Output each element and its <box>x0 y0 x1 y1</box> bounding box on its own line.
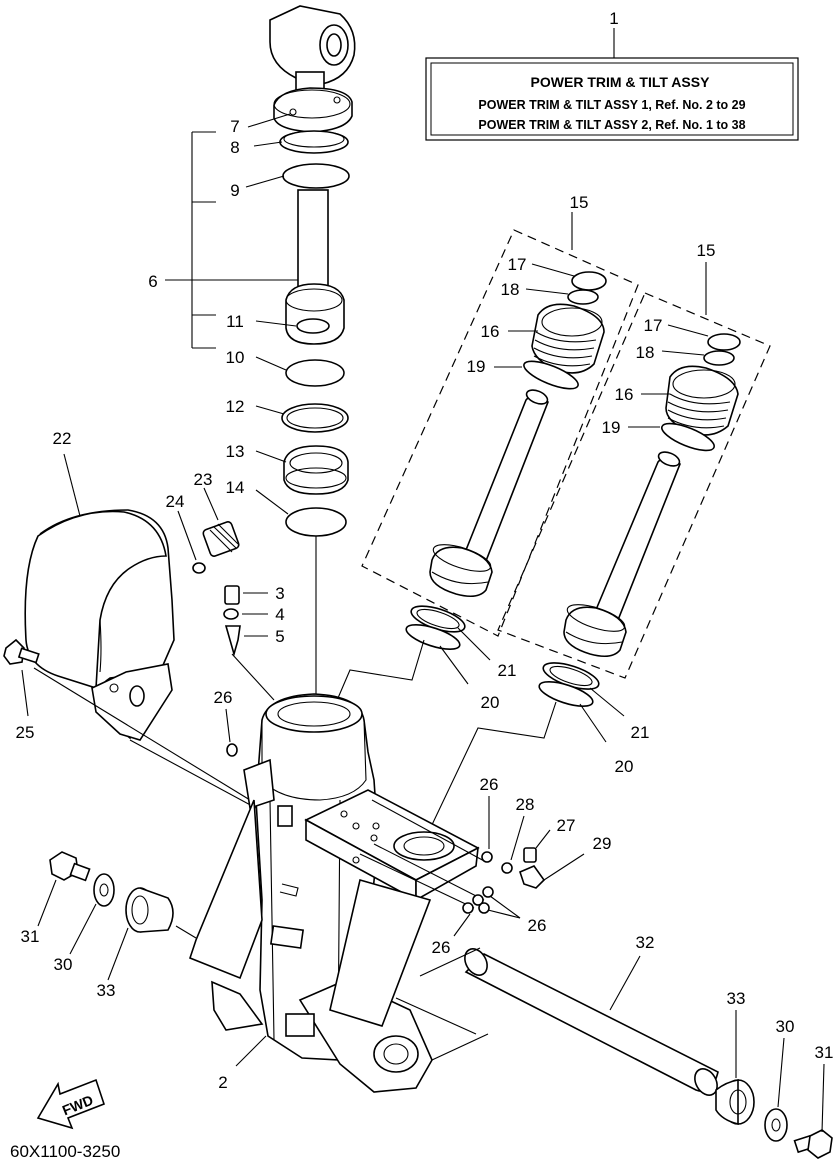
callout-9: 9 <box>230 181 239 200</box>
title-box-line-2: POWER TRIM & TILT ASSY 2, Ref. No. 1 to … <box>478 118 745 132</box>
valve-parts <box>453 796 585 937</box>
callout-13: 13 <box>226 442 245 461</box>
callout-19: 19 <box>602 418 621 437</box>
callout-26: 26 <box>528 916 547 935</box>
callout-28: 28 <box>516 795 535 814</box>
callout-27: 27 <box>557 816 576 835</box>
callout-12: 12 <box>226 397 245 416</box>
fwd-arrow-icon: FWD <box>36 1078 105 1130</box>
callout-6: 6 <box>148 272 157 291</box>
callout-30: 30 <box>54 955 73 974</box>
callout-2: 2 <box>218 1073 227 1092</box>
callout-16: 16 <box>615 385 634 404</box>
title-box: 1 POWER TRIM & TILT ASSY POWER TRIM & TI… <box>425 9 799 141</box>
callout-5: 5 <box>275 627 284 646</box>
callout-29: 29 <box>593 834 612 853</box>
callout-3: 3 <box>275 584 284 603</box>
callout-11: 11 <box>226 312 244 331</box>
title-box-line-1: POWER TRIM & TILT ASSY 1, Ref. No. 2 to … <box>478 98 745 112</box>
cover-plate <box>3 453 275 809</box>
callout-31: 31 <box>21 927 40 946</box>
callout-15: 15 <box>697 241 716 260</box>
callout-24: 24 <box>166 492 185 511</box>
callout-20: 20 <box>615 757 634 776</box>
callout-30: 30 <box>776 1017 795 1036</box>
callout-21: 21 <box>631 723 650 742</box>
callout-19: 19 <box>467 357 486 376</box>
callout-18: 18 <box>636 343 655 362</box>
callout-23: 23 <box>194 470 213 489</box>
callout-8: 8 <box>230 138 239 157</box>
callout-10: 10 <box>226 348 245 367</box>
ram-assembly-right <box>419 262 771 851</box>
callout-32: 32 <box>636 933 655 952</box>
ram-assembly-left <box>337 212 639 699</box>
shaft-and-right-fasteners <box>395 947 833 1159</box>
callout-26: 26 <box>432 938 451 957</box>
callout-31: 31 <box>815 1043 834 1062</box>
callout-14: 14 <box>226 478 245 497</box>
callout-26: 26 <box>214 688 233 707</box>
left-fasteners <box>37 851 197 981</box>
callout-4: 4 <box>275 605 284 624</box>
title-box-heading: POWER TRIM & TILT ASSY <box>531 74 711 90</box>
rod-callout-bracket <box>165 113 298 515</box>
callout-18: 18 <box>501 280 520 299</box>
callout-22: 22 <box>53 429 72 448</box>
callout-25: 25 <box>16 723 35 742</box>
callout-21: 21 <box>498 661 517 680</box>
callout-1: 1 <box>609 9 618 28</box>
callout-15: 15 <box>570 193 589 212</box>
callout-labels: 15 15 7 8 9 6 11 10 12 13 14 17 18 16 19… <box>16 117 834 1092</box>
callout-7: 7 <box>230 117 239 136</box>
main-cylinder-body <box>189 693 487 1093</box>
callout-17: 17 <box>508 255 527 274</box>
callout-26: 26 <box>480 775 499 794</box>
callout-33: 33 <box>97 981 116 1000</box>
callout-33: 33 <box>727 989 746 1008</box>
callout-17: 17 <box>644 316 663 335</box>
diagram-code: 60X1100-3250 <box>10 1142 120 1161</box>
callout-16: 16 <box>481 322 500 341</box>
bolt-25 <box>3 638 40 665</box>
tilt-rod-assembly <box>269 5 356 712</box>
callout-20: 20 <box>481 693 500 712</box>
